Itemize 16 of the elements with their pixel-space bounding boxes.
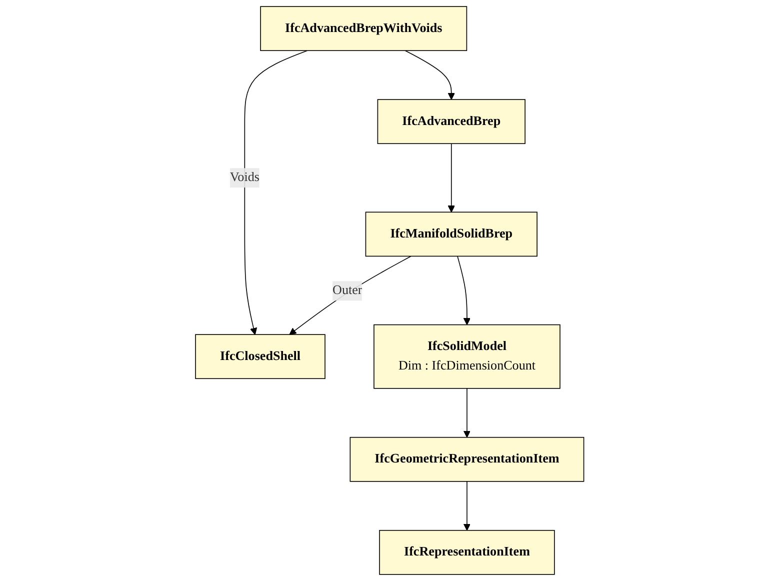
arrow bbox=[463, 388, 470, 438]
arrow bbox=[463, 481, 470, 531]
arrow bbox=[448, 143, 455, 212]
arrow bbox=[404, 50, 455, 100]
node-box: IfcManifoldSolidBrep bbox=[365, 212, 538, 257]
node-box: IfcAdvancedBrep bbox=[377, 99, 526, 144]
edge-label: Outer bbox=[332, 284, 362, 298]
node-box: IfcSolidModel Dim : IfcDimensionCount bbox=[373, 324, 560, 389]
node-box: IfcClosedShell bbox=[194, 334, 326, 380]
node-box: IfcGeometricRepresentationItem bbox=[350, 436, 584, 482]
arrow bbox=[456, 256, 470, 326]
arrow bbox=[289, 256, 412, 335]
node-box: IfcRepresentationItem bbox=[378, 530, 555, 575]
edge-label: Voids bbox=[230, 170, 260, 184]
node-box: IfcAdvancedBrepWithVoids bbox=[260, 6, 467, 52]
arrow bbox=[244, 50, 308, 335]
